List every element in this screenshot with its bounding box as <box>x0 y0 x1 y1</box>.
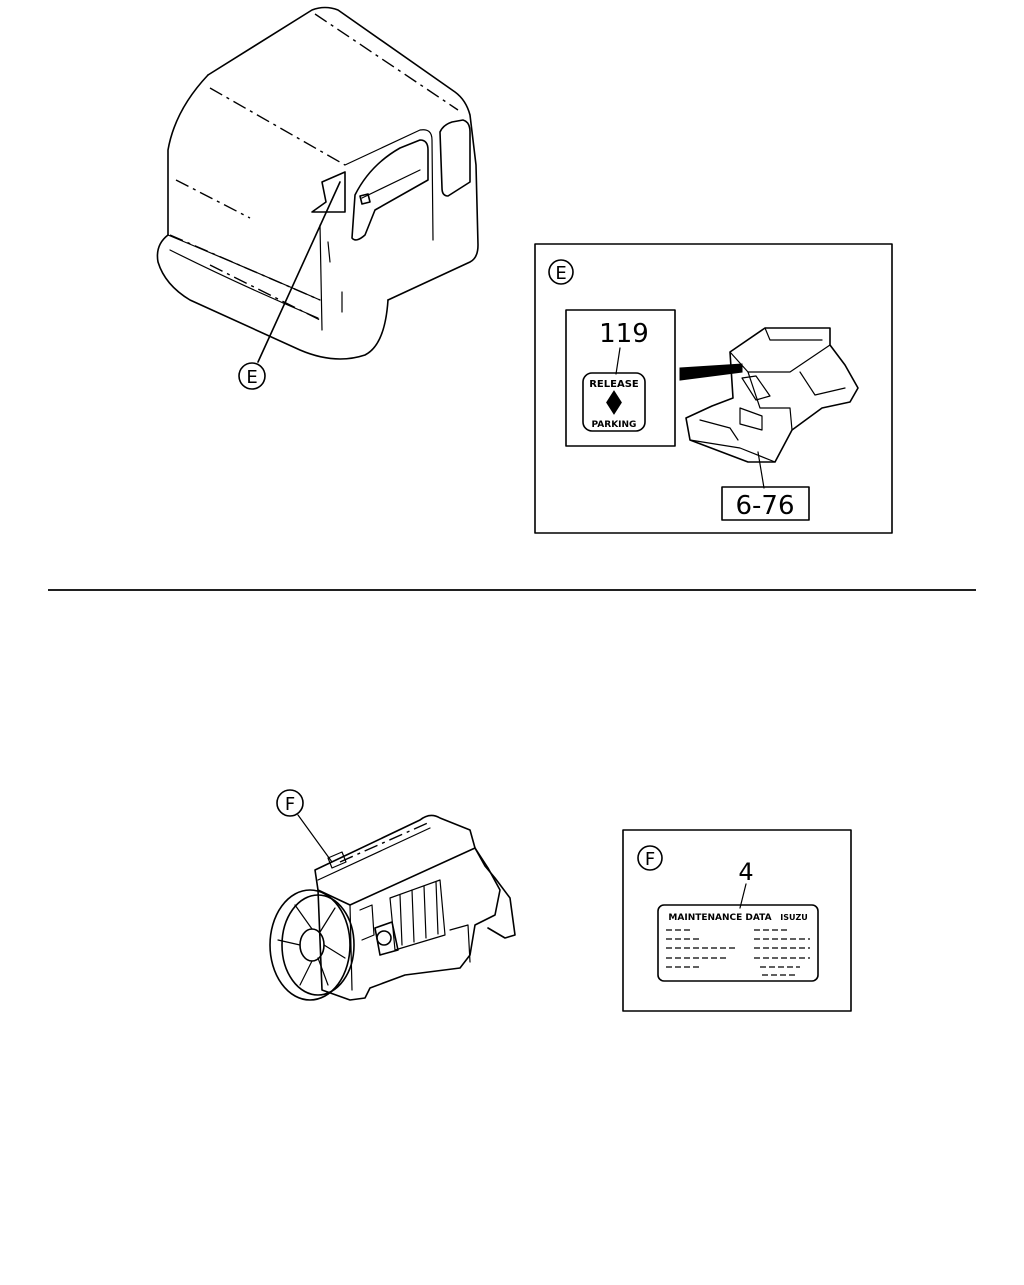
truck-cab-illustration <box>156 6 479 363</box>
detail-e-part-number: 119 <box>599 319 649 349</box>
callout-e-marker: E <box>238 362 266 390</box>
center-console-illustration <box>685 327 859 463</box>
maintenance-data-brand: ISUZU <box>780 913 808 922</box>
parking-label: PARKING <box>592 420 637 430</box>
label-text-lines <box>666 929 810 976</box>
detail-f-panel: F 4 MAINTENANCE DATA ISUZU <box>622 829 852 1012</box>
detail-e-marker: E <box>555 263 566 284</box>
maintenance-data-title: MAINTENANCE DATA <box>668 913 771 923</box>
detail-e-reference: 6-76 <box>735 491 794 521</box>
release-label: RELEASE <box>589 379 639 390</box>
detail-f-marker: F <box>645 849 655 870</box>
callout-f-text: F <box>285 794 295 815</box>
callout-e-text: E <box>246 367 257 388</box>
detail-f-part-number: 4 <box>738 858 753 886</box>
detail-e-panel: E 119 RELEASE PARKING 6-76 <box>534 243 893 534</box>
engine-illustration: F <box>269 789 516 1001</box>
